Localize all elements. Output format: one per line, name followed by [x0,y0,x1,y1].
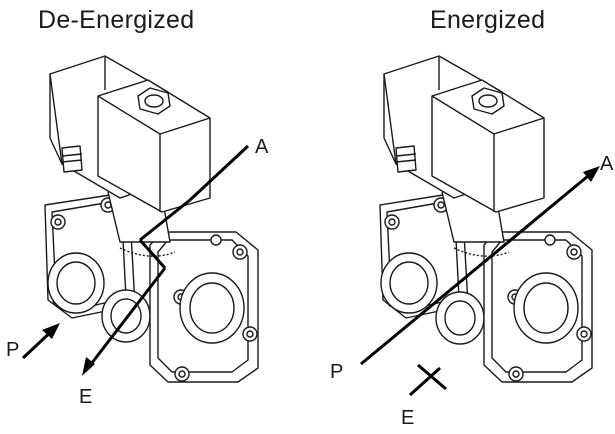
arrowheads [42,323,95,376]
energized-title: Energized [430,6,546,34]
port-label-e: E [79,386,92,408]
de-energized-diagram: A P E [6,55,269,408]
flow-path [360,174,589,397]
port-label-p: P [330,361,343,383]
de-energized-panel: De-Energized [0,0,307,434]
energized-panel: Energized [308,0,615,434]
port-label-a: A [600,153,614,175]
solenoid-valve-drawing [379,55,593,383]
port-label-a: A [255,136,269,158]
port-label-p: P [6,339,19,361]
port-label-e: E [401,407,414,429]
de-energized-title: De-Energized [38,6,195,34]
arrowheads [583,166,600,182]
solenoid-valve-drawing [44,55,259,383]
energized-diagram: A P E [330,55,614,429]
flow-path [21,144,250,369]
